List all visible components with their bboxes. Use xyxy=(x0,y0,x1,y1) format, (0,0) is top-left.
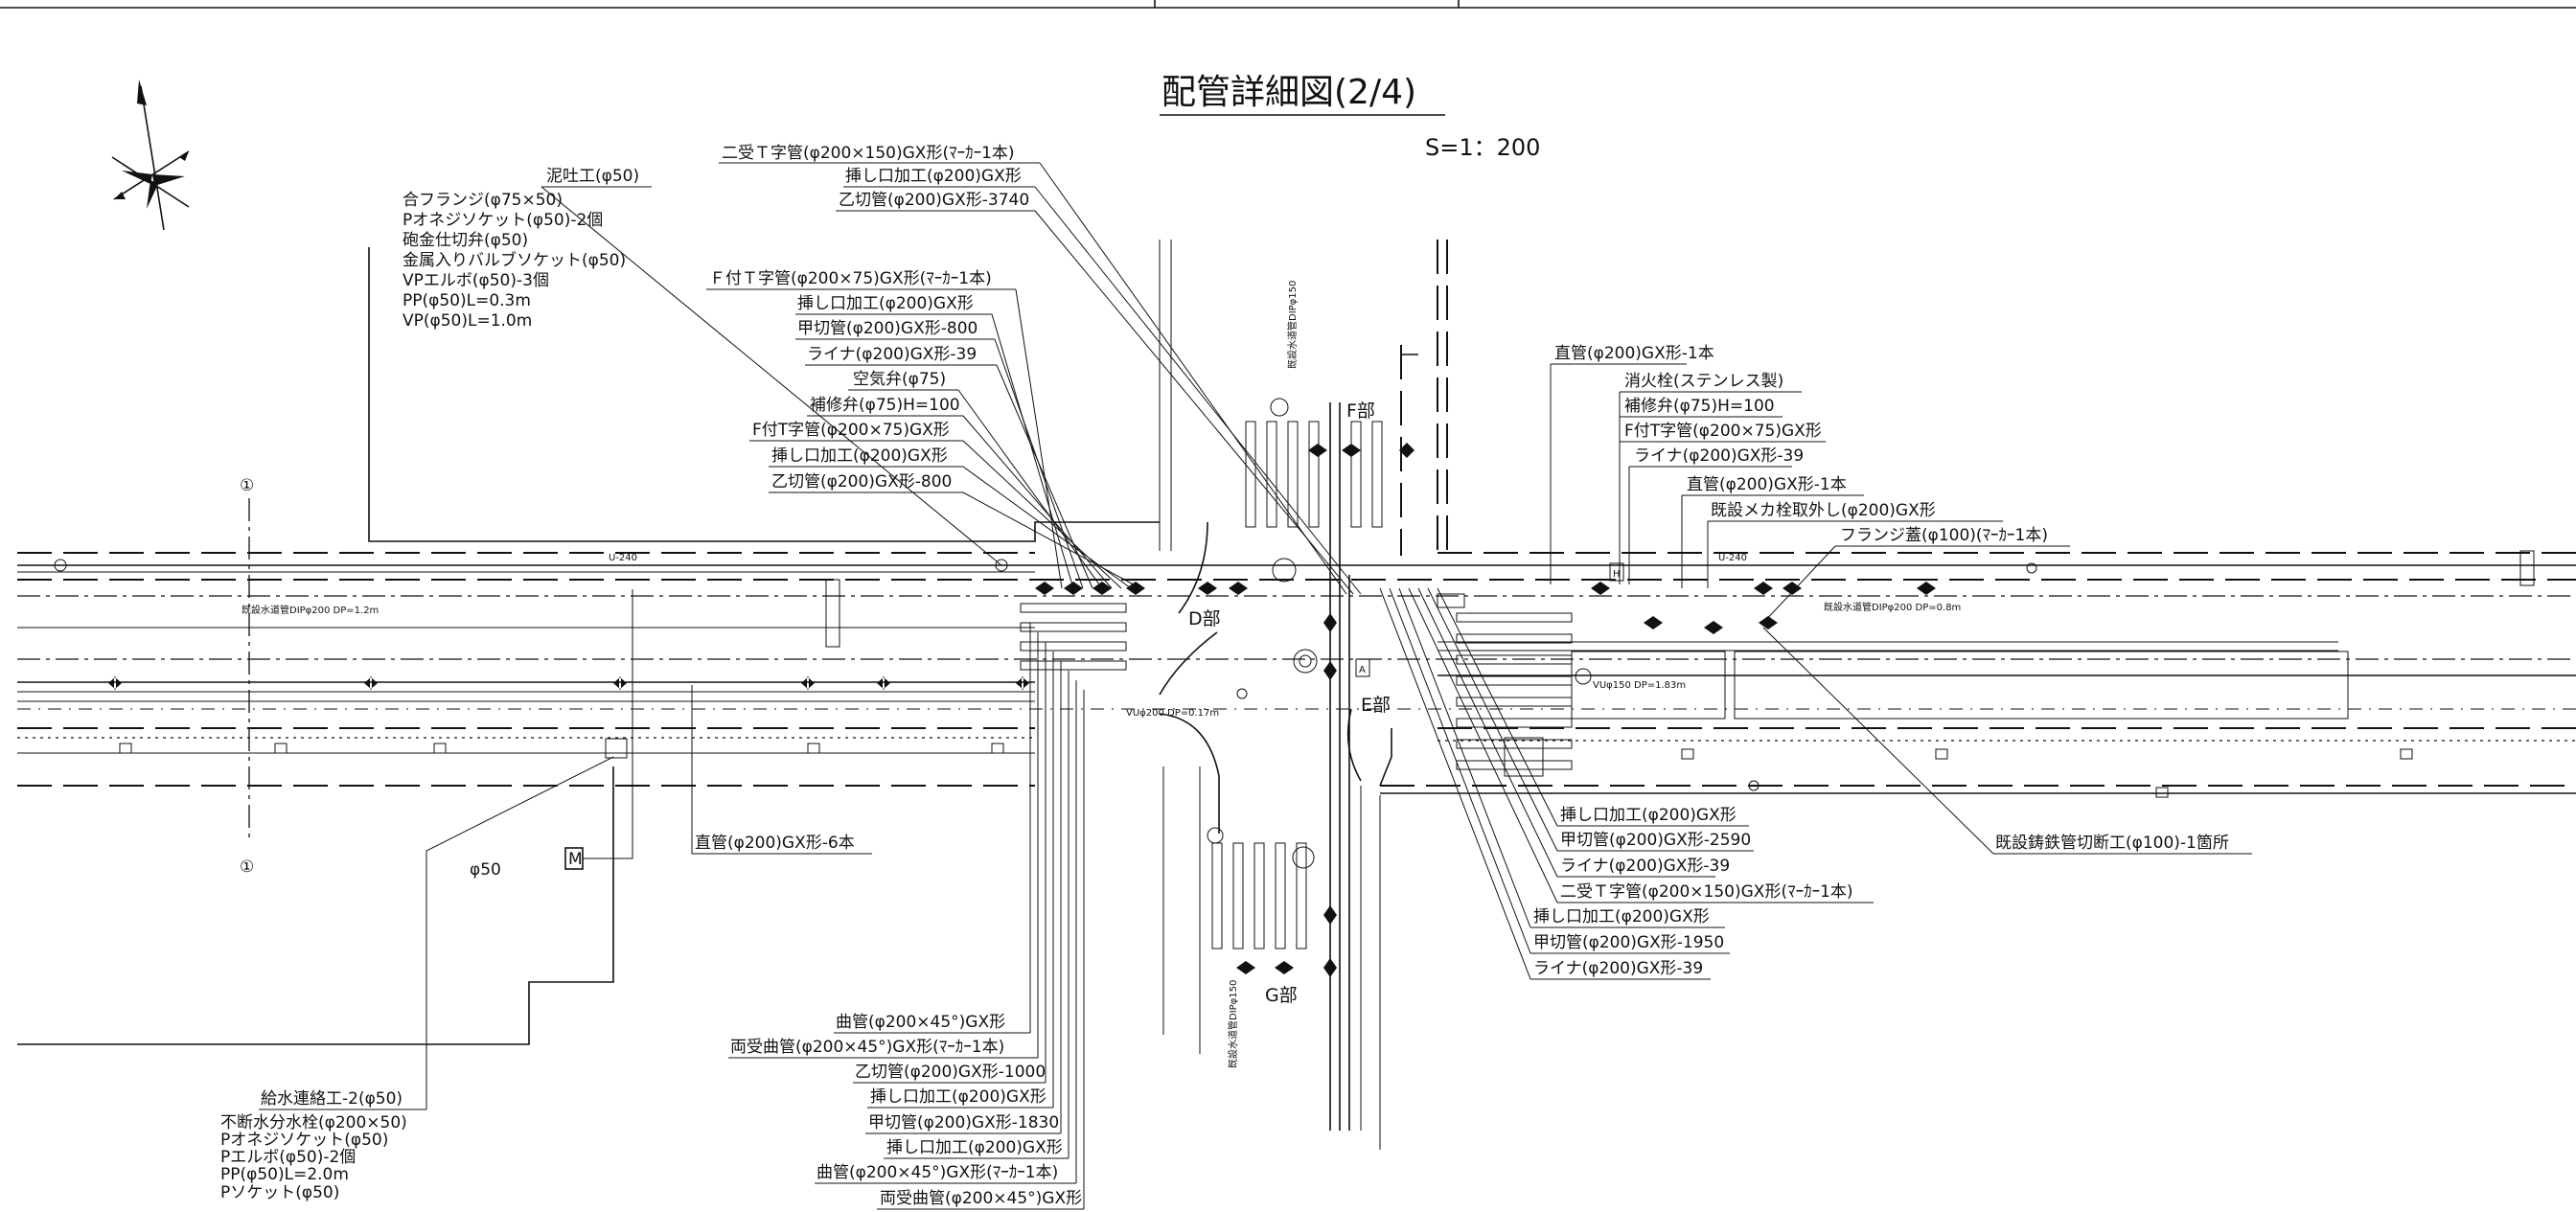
service-item-2: Pエルボ(φ50)-2個 xyxy=(220,1148,356,1167)
label-group-service: 給水連絡工-2(φ50) 不断水分水栓(φ200×50) Pオネジソケット(φ5… xyxy=(220,756,614,1202)
part-f-label: F部 xyxy=(1346,400,1375,422)
bc-item-1: 両受曲管(φ200×45°)GX形(ﾏｰｶｰ1本) xyxy=(730,1038,1004,1057)
top-item-0: 二受Ｔ字管(φ200×150)GX形(ﾏｰｶｰ1本) xyxy=(722,144,1015,163)
box-m-label: M xyxy=(568,850,583,869)
right-item-6: 既設メカ栓取外し(φ200)GX形 xyxy=(1711,501,1936,520)
label-straight-pipe: 直管(φ200)GX形-6本 xyxy=(691,685,872,855)
mid-item-6: F付T字管(φ200×75)GX形 xyxy=(752,421,950,440)
service-item-1: Pオネジソケット(φ50) xyxy=(220,1131,388,1150)
bc-item-2: 乙切管(φ200)GX形-1000 xyxy=(855,1063,1046,1082)
mid-item-5: 補修弁(φ75)H=100 xyxy=(810,396,960,415)
mid-item-8: 乙切管(φ200)GX形-800 xyxy=(771,472,952,492)
phi50-note: φ50 xyxy=(470,860,501,880)
right-item-7: フランジ蓋(φ100)(ﾏｰｶｰ1本) xyxy=(1840,526,2048,545)
label-group-bottom-center: 曲管(φ200×45°)GX形 両受曲管(φ200×45°)GX形(ﾏｰｶｰ1本… xyxy=(728,623,1085,1210)
drain-item-3: 金属入りバルブソケット(φ50) xyxy=(402,250,626,270)
bc-item-4: 甲切管(φ200)GX形-1830 xyxy=(868,1113,1059,1132)
br-item-6: ライナ(φ200)GX形-39 xyxy=(1533,959,1703,978)
right-item-4: ライナ(φ200)GX形-39 xyxy=(1634,446,1804,466)
section-marker-bottom: ① xyxy=(240,858,254,877)
existing-pipe-left-note: 既設水道管DIPφ200 DP=1.2m xyxy=(242,604,379,616)
label-group-middle: Ｆ付Ｔ字管(φ200×75)GX形(ﾏｰｶｰ1本) 挿し口加工(φ200)GX形… xyxy=(706,269,1141,589)
bc-item-3: 挿し口加工(φ200)GX形 xyxy=(870,1087,1046,1107)
br-item-2: ライナ(φ200)GX形-39 xyxy=(1560,857,1730,876)
crosswalk-north xyxy=(1245,421,1383,528)
scale-label: S=1：200 xyxy=(1425,134,1540,161)
bc-item-5: 挿し口加工(φ200)GX形 xyxy=(886,1138,1063,1157)
section-markers: ① ① xyxy=(240,476,254,877)
part-d-label: D部 xyxy=(1188,608,1221,629)
label-cast-iron-cut: 既設鋳鉄管切断工(φ100)-1箇所 xyxy=(1762,627,2252,855)
drain-item-6: VP(φ50)L=1.0m xyxy=(402,311,532,331)
section-marker-top: ① xyxy=(240,476,254,495)
sewer-vertical-note: 既設水道管DIPφ150 xyxy=(1286,281,1299,369)
part-e-label: E部 xyxy=(1361,695,1391,716)
north-arrow-icon xyxy=(111,80,190,231)
drain-item-2: 砲金仕切弁(φ50) xyxy=(402,231,528,250)
right-item-5: 直管(φ200)GX形-1本 xyxy=(1687,475,1847,494)
existing-pipe-right-note: 既設水道管DIPφ200 DP=0.8m xyxy=(1824,601,1961,613)
markers-row xyxy=(119,550,2535,798)
u240-left-note: U-240 xyxy=(609,553,637,563)
mid-item-1: 挿し口加工(φ200)GX形 xyxy=(797,294,974,313)
label-group-bottom-right: 挿し口加工(φ200)GX形 甲切管(φ200)GX形-2590 ライナ(φ20… xyxy=(1379,587,1874,980)
cast-iron-cut-label: 既設鋳鉄管切断工(φ100)-1箇所 xyxy=(1995,834,2229,853)
service-item-3: PP(φ50)L=2.0m xyxy=(220,1165,349,1184)
br-item-5: 甲切管(φ200)GX形-1950 xyxy=(1533,933,1724,952)
drain-item-1: Pオネジソケット(φ50)-2個 xyxy=(402,211,603,230)
small-notes: 既設水道管DIPφ200 DP=1.2m 既設水道管DIPφ200 DP=0.8… xyxy=(242,281,1961,1068)
label-group-right: 直管(φ200)GX形-1本 消火栓(ステンレス製) 補修弁(φ75)H=100… xyxy=(1550,344,2070,624)
drain-item-5: PP(φ50)L=0.3m xyxy=(402,291,531,310)
mid-item-2: 甲切管(φ200)GX形-800 xyxy=(797,319,978,338)
service-item-4: Pソケット(φ50) xyxy=(220,1183,339,1202)
box-h-label: H xyxy=(1613,569,1621,580)
mid-item-4: 空気弁(φ75) xyxy=(853,370,946,389)
br-item-3: 二受Ｔ字管(φ200×150)GX形(ﾏｰｶｰ1本) xyxy=(1560,882,1853,902)
straight-pipe-label: 直管(φ200)GX形-6本 xyxy=(695,834,855,853)
service-head-label: 給水連絡工-2(φ50) xyxy=(261,1089,402,1109)
box-a-label: A xyxy=(1359,665,1366,675)
label-group-top: 二受Ｔ字管(φ200×150)GX形(ﾏｰｶｰ1本) 挿し口加工(φ200)GX… xyxy=(719,144,1362,595)
bc-item-7: 両受曲管(φ200×45°)GX形 xyxy=(880,1189,1082,1208)
part-labels: D部 E部 F部 G部 A H M xyxy=(564,400,1624,1006)
part-g-label: G部 xyxy=(1265,985,1298,1006)
top-item-2: 乙切管(φ200)GX形-3740 xyxy=(839,191,1029,210)
top-item-1: 挿し口加工(φ200)GX形 xyxy=(845,167,1022,186)
crosswalk-south xyxy=(1211,842,1307,949)
right-item-0: 直管(φ200)GX形-1本 xyxy=(1554,344,1714,363)
crosswalk-west xyxy=(1020,603,1127,671)
br-item-4: 挿し口加工(φ200)GX形 xyxy=(1533,907,1710,926)
bc-item-0: 曲管(φ200×45°)GX形 xyxy=(836,1013,1005,1032)
br-item-0: 挿し口加工(φ200)GX形 xyxy=(1560,806,1736,825)
right-item-3: F付T字管(φ200×75)GX形 xyxy=(1624,422,1822,441)
title-block: 配管詳細図(2/4) S=1：200 xyxy=(1160,73,1540,161)
drawing-title: 配管詳細図(2/4) xyxy=(1162,73,1416,112)
drain-head-label: 泥吐工(φ50) xyxy=(546,167,639,186)
vu-note: VUφ150 DP=1.83m xyxy=(1593,680,1686,691)
service-item-0: 不断水分水栓(φ200×50) xyxy=(220,1113,407,1132)
mid-item-0: Ｆ付Ｔ字管(φ200×75)GX形(ﾏｰｶｰ1本) xyxy=(709,269,992,288)
sewer-vertical-note-2: 既設水道管DIPφ150 xyxy=(1227,980,1239,1068)
vu-note-2: VUφ200 DP=0.17m xyxy=(1126,708,1219,719)
mid-item-7: 挿し口加工(φ200)GX形 xyxy=(771,446,948,466)
br-item-1: 甲切管(φ200)GX形-2590 xyxy=(1560,831,1751,850)
right-item-1: 消火栓(ステンレス製) xyxy=(1624,372,1783,391)
crosswalk-east xyxy=(1456,612,1573,770)
drain-item-0: 合フランジ(φ75×50) xyxy=(402,191,563,210)
u240-right-note: U-240 xyxy=(1718,553,1747,563)
bc-item-6: 曲管(φ200×45°)GX形(ﾏｰｶｰ1本) xyxy=(816,1163,1058,1182)
label-group-drain: 泥吐工(φ50) 合フランジ(φ75×50) Pオネジソケット(φ50)-2個 … xyxy=(402,167,1002,566)
road-lines xyxy=(17,240,2576,1150)
drawing-frame xyxy=(0,0,2576,9)
mid-item-3: ライナ(φ200)GX形-39 xyxy=(807,345,977,364)
right-item-2: 補修弁(φ75)H=100 xyxy=(1624,397,1775,416)
drain-item-4: VPエルボ(φ50)-3個 xyxy=(402,271,549,290)
